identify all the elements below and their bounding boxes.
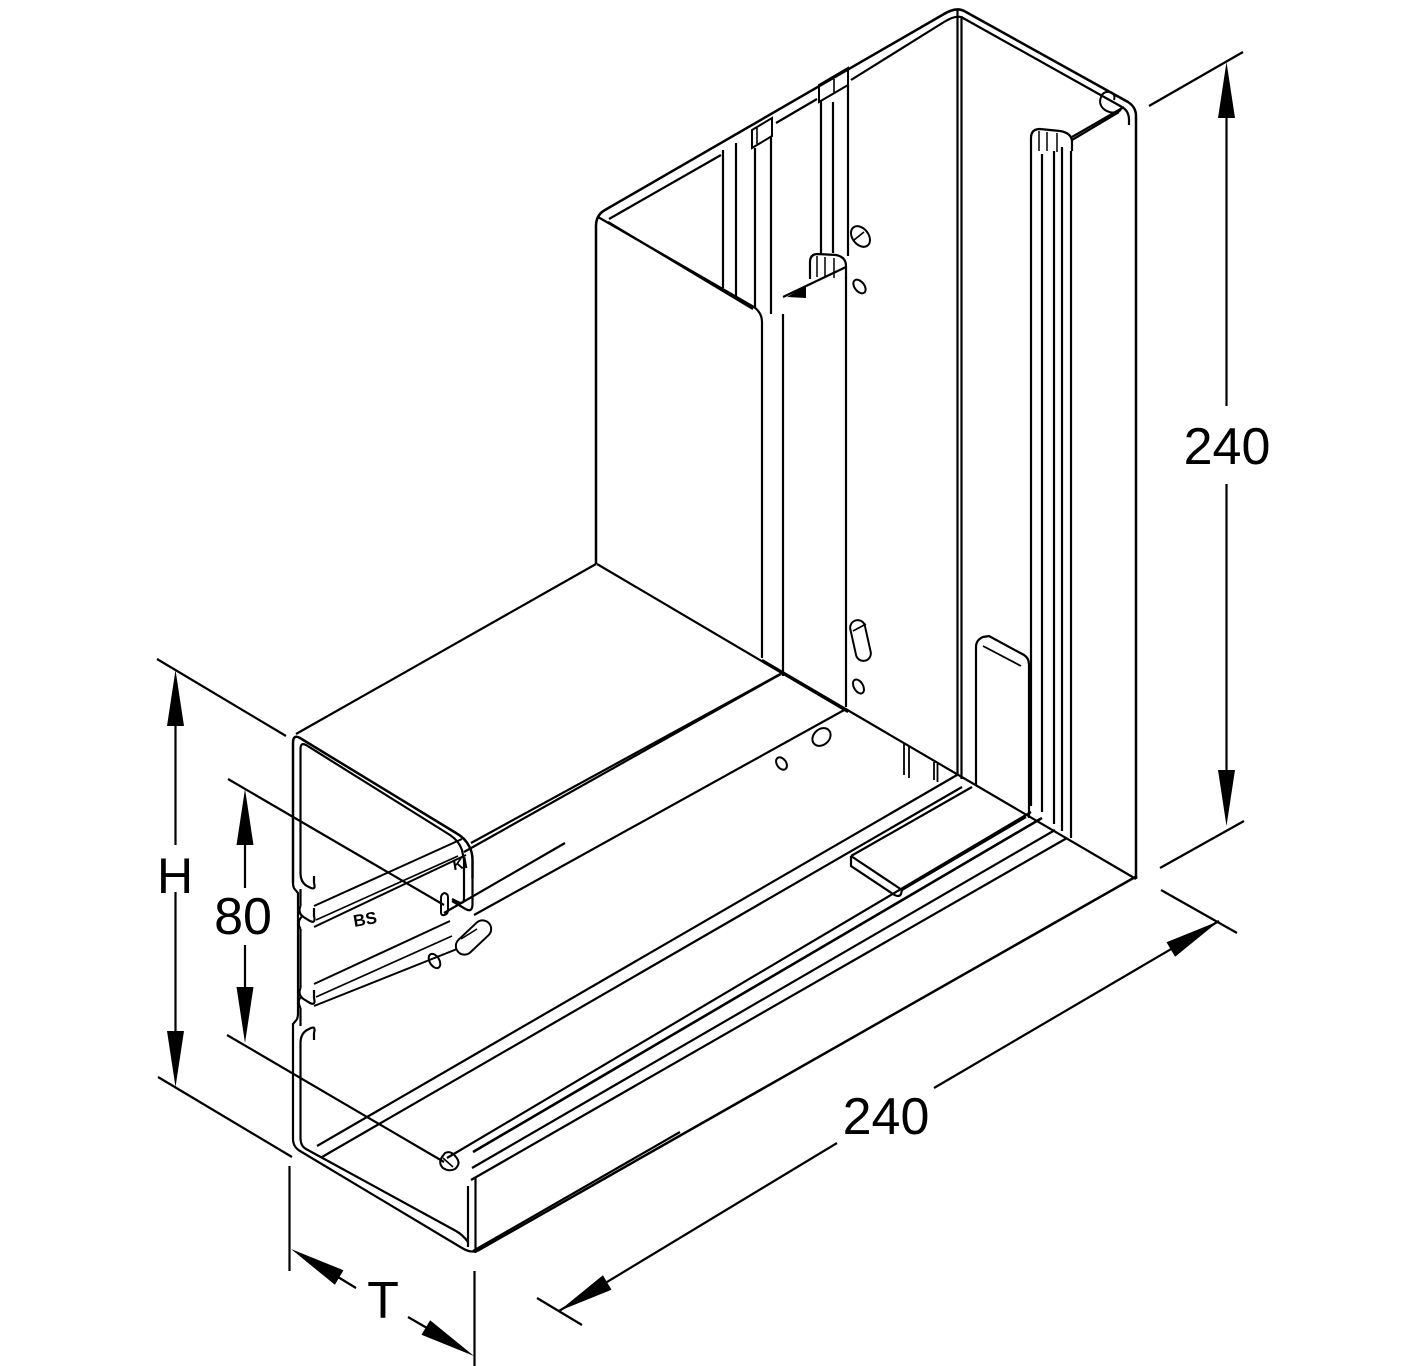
svg-text:Kl: Kl — [451, 855, 469, 874]
svg-text:240: 240 — [1184, 418, 1271, 476]
svg-text:240: 240 — [843, 1088, 930, 1146]
svg-text:BS: BS — [352, 908, 379, 931]
svg-text:80: 80 — [214, 888, 272, 946]
svg-text:H: H — [157, 848, 193, 904]
svg-text:T: T — [367, 1272, 399, 1330]
